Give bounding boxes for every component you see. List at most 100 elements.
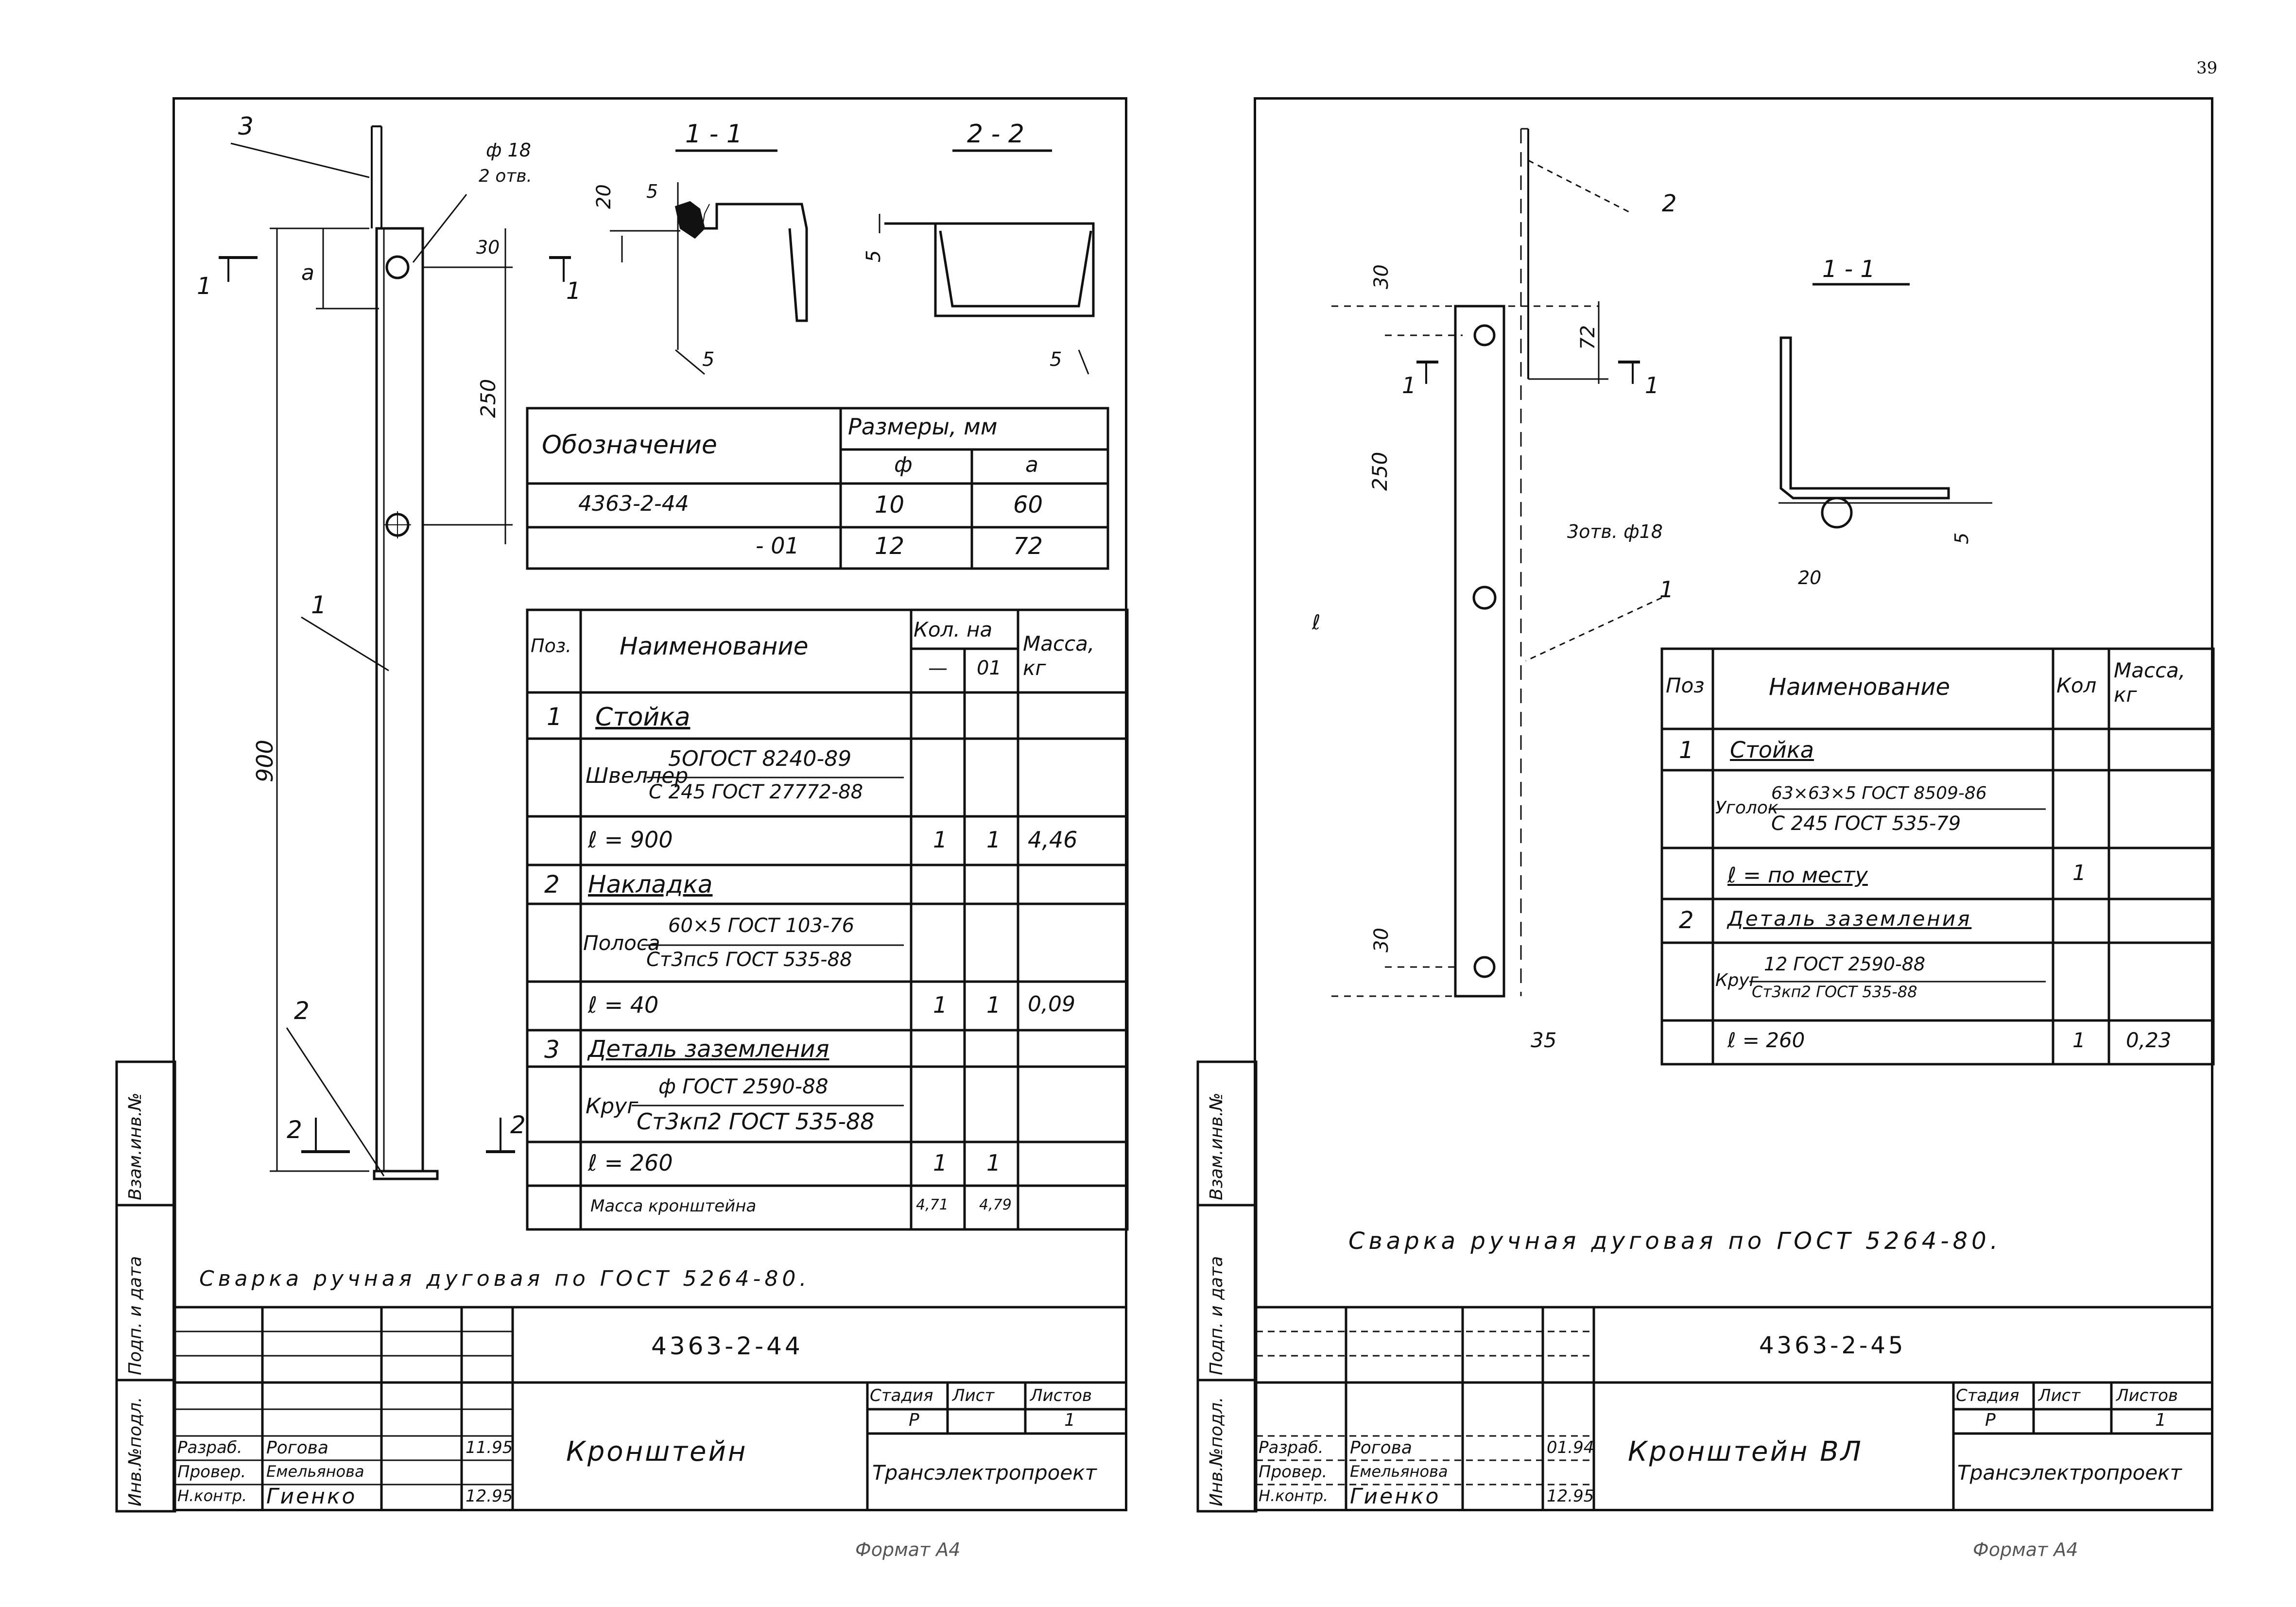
base-plate — [373, 1170, 439, 1180]
right-dim-72: 72 — [1577, 325, 1599, 350]
spec-row3-q1: 1 — [933, 827, 948, 853]
angle-post — [1454, 305, 1505, 998]
spec-header-qty-base: — — [928, 657, 948, 679]
dim-table-row1-a: 60 — [1013, 491, 1043, 518]
callout-1: 1 — [311, 591, 327, 619]
right-spec-row4-name: Деталь заземления — [1727, 907, 1972, 931]
stamp-sign-date-right: Подп. и дата — [1207, 1256, 1226, 1375]
spec-header-name: Наименование — [620, 632, 809, 660]
section-mark-2-right: 2 — [510, 1111, 526, 1139]
left-sheets-value: 1 — [1064, 1410, 1075, 1430]
dim-table-row1-phi: 10 — [875, 491, 905, 518]
spec-row3-q2: 1 — [986, 827, 1001, 853]
spec-row1-name: Стойка — [595, 703, 691, 732]
left-name-3: Гиенко — [266, 1484, 357, 1509]
section-mark-1-left: 1 — [197, 273, 212, 300]
spec-row10-q1: 4,71 — [916, 1196, 949, 1213]
right-spec-row2-frac-bot: С 245 ГОСТ 535-79 — [1771, 812, 1961, 835]
right-name-2: Емельянова — [1350, 1462, 1448, 1481]
spec-row3-name: ℓ = 900 — [588, 827, 673, 853]
spec-row2-frac-bot: С 245 ГОСТ 27772-88 — [649, 781, 863, 803]
right-section-mark-1-left: 1 — [1402, 372, 1416, 398]
right-spec-row3-name: ℓ = по месту — [1727, 863, 1868, 888]
left-name-2: Емельянова — [266, 1462, 364, 1481]
spec-row2-frac-top: 5ОГОСТ 8240-89 — [668, 746, 852, 771]
stamp-inv-no-right: Инв.№подл. — [1207, 1397, 1226, 1506]
left-date-1: 11.95 — [466, 1438, 513, 1457]
angle-hole-middle — [1472, 586, 1497, 610]
left-sheet-header: Лист — [952, 1386, 995, 1405]
right-format: Формат А4 — [1973, 1539, 2078, 1560]
right-org: Трансэлектропроект — [1957, 1461, 2182, 1485]
left-role-3: Н.контр. — [177, 1486, 247, 1505]
left-role-1: Разраб. — [177, 1438, 242, 1457]
spec-row7-name: Деталь заземления — [588, 1036, 829, 1063]
dim-a: a — [301, 260, 314, 285]
page-number: 39 — [2196, 58, 2218, 78]
right-side-stamp-frame — [1196, 1060, 1258, 1513]
dim-table-header-sizes: Размеры, мм — [848, 414, 998, 440]
spec-row9-q2: 1 — [986, 1150, 1001, 1176]
right-hole-note: 3отв. ф18 — [1567, 521, 1663, 542]
right-name-3: Гиенко — [1350, 1484, 1441, 1509]
right-dim-20: 20 — [1798, 567, 1822, 588]
callout-3: 3 — [238, 112, 254, 140]
spec-row5-frac-bot: Ст3пс5 ГОСТ 535-88 — [646, 949, 852, 971]
right-spec-table-frame — [1660, 647, 2215, 1066]
right-date-3: 12.95 — [1547, 1486, 1594, 1506]
left-sheets-header: Листов — [1030, 1386, 1092, 1405]
spec-header-mass: Масса, кг — [1023, 632, 1095, 680]
dim-table-row2-designation: - 01 — [756, 533, 799, 559]
spec-row4-pos: 2 — [544, 870, 560, 899]
left-doc-title: Кронштейн — [566, 1436, 748, 1468]
section-mark-2-left: 2 — [287, 1116, 302, 1144]
right-weld-note: Сварка ручная дуговая по ГОСТ 5264-80. — [1348, 1227, 2002, 1255]
section-round-bar — [1821, 497, 1853, 529]
left-format: Формат А4 — [855, 1539, 961, 1560]
right-spec-header-mass: Масса, кг — [2114, 658, 2186, 707]
left-stage-header: Стадия — [870, 1386, 933, 1405]
spec-row8-frac-bot: Ст3кп2 ГОСТ 535-88 — [637, 1108, 875, 1135]
right-callout-1: 1 — [1659, 576, 1674, 603]
spec-header-pos: Поз. — [531, 635, 572, 657]
left-side-stamp-frame — [115, 1060, 176, 1513]
dim-table-header-designation: Обозначение — [542, 431, 717, 460]
dim-5-d: 5 — [1050, 348, 1062, 371]
right-spec-row2-name: Уголок — [1715, 798, 1778, 818]
right-spec-row1-pos: 1 — [1679, 737, 1694, 764]
spec-row8-frac-top: ф ГОСТ 2590-88 — [658, 1074, 829, 1098]
spec-row5-name: Полоса — [583, 931, 660, 955]
spec-header-qty-01: 01 — [977, 657, 1001, 679]
right-spec-row2-frac-top: 63×63×5 ГОСТ 8509-86 — [1771, 783, 1987, 803]
spec-row6-q1: 1 — [933, 992, 948, 1018]
right-sheet-header: Лист — [2038, 1386, 2081, 1405]
right-stage-header: Стадия — [1956, 1386, 2020, 1405]
right-doc-code: 4363-2-45 — [1759, 1332, 1906, 1359]
right-spec-row5-name: Круг — [1715, 970, 1759, 990]
spec-row9-q1: 1 — [933, 1150, 948, 1176]
spec-row5-frac-top: 60×5 ГОСТ 103-76 — [668, 915, 855, 937]
right-section-mark-1-right: 1 — [1645, 372, 1659, 398]
callout-2: 2 — [294, 997, 310, 1025]
spec-row4-name: Накладка — [588, 870, 713, 899]
section-mark-1-right: 1 — [566, 277, 581, 305]
right-dim-30-top: 30 — [1370, 264, 1393, 289]
right-dim-250: 250 — [1368, 451, 1392, 491]
right-spec-row3-qty: 1 — [2072, 861, 2086, 885]
spec-row8-name: Круг — [586, 1094, 639, 1119]
dim-30-left: 30 — [476, 237, 500, 258]
dim-table-header-a: a — [1025, 452, 1038, 477]
right-spec-row6-mass: 0,23 — [2126, 1028, 2172, 1052]
left-stage-value: Р — [909, 1410, 919, 1430]
dim-table-row1-designation: 4363-2-44 — [578, 491, 689, 516]
right-sheets-header: Листов — [2116, 1386, 2178, 1405]
left-role-2: Провер. — [177, 1462, 246, 1482]
dim-table-row2-a: 72 — [1013, 533, 1043, 560]
spec-row9-name: ℓ = 260 — [588, 1150, 673, 1176]
spec-row7-pos: 3 — [544, 1036, 560, 1064]
right-spec-row4-pos: 2 — [1679, 907, 1694, 934]
dim-table-row2-phi: 12 — [875, 533, 905, 560]
left-spec-table-frame — [526, 608, 1129, 1231]
